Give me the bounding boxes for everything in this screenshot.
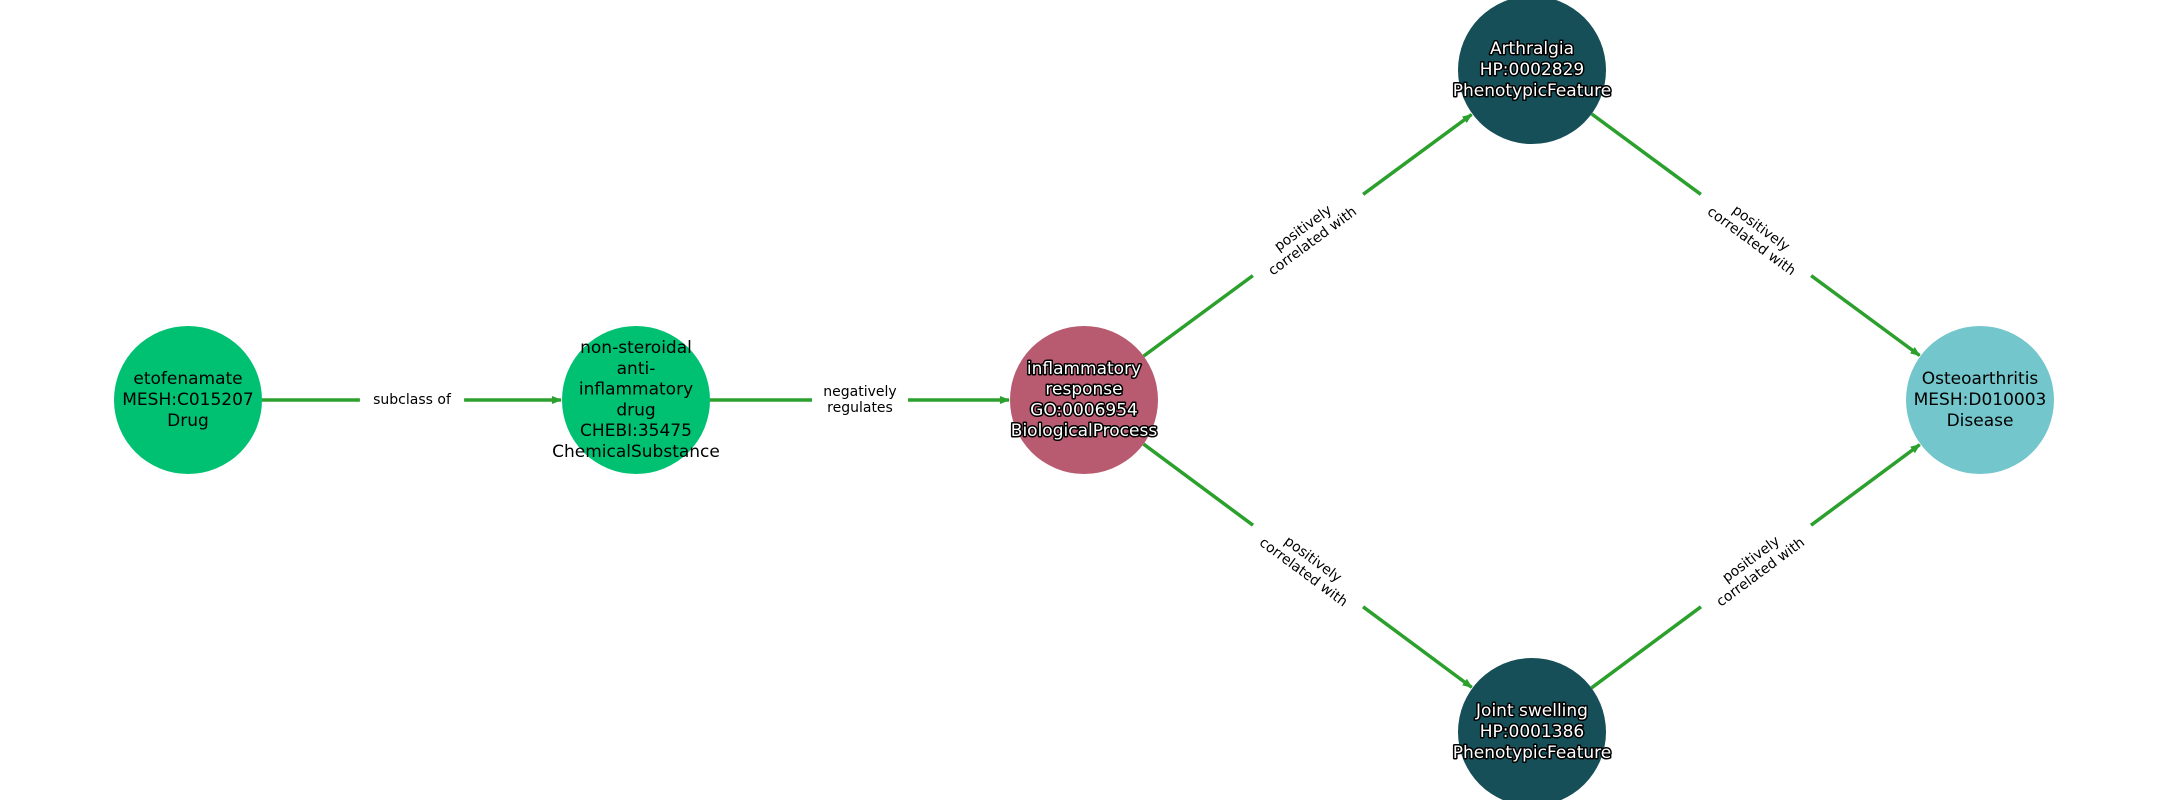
node-circle[interactable]	[114, 326, 262, 474]
node-label-line: CHEBI:35475	[580, 421, 692, 441]
node-circle[interactable]	[1010, 326, 1158, 474]
node-label-line: response	[1045, 380, 1122, 400]
edge-label-text: negatively	[823, 384, 896, 400]
node-label-line: drug	[616, 400, 655, 420]
node-label-line: Joint swelling	[1475, 701, 1588, 721]
node-label-line: GO:0006954	[1030, 400, 1138, 420]
edge-label-background	[812, 381, 908, 419]
node-label-line: MESH:D010003	[1914, 390, 2047, 410]
edge-label-background	[1689, 179, 1823, 291]
node-nsaid[interactable]: non-steroidalanti-inflammatorydrugCHEBI:…	[552, 326, 720, 474]
edge-label-background	[359, 389, 465, 411]
node-circle[interactable]	[562, 326, 710, 474]
edge-label-text: subclass of	[373, 392, 452, 408]
edge-label-text: regulates	[827, 400, 893, 416]
node-label-line: PhenotypicFeature	[1453, 81, 1612, 101]
node-circle[interactable]	[1906, 326, 2054, 474]
edge-label-background	[1241, 509, 1375, 623]
node-label-line: inflammatory	[1027, 359, 1141, 379]
node-label-line: HP:0001386	[1480, 722, 1584, 742]
node-inflammatory-response[interactable]: inflammatoryresponseGO:0006954Biological…	[1009, 326, 1159, 474]
edge-label-background	[1241, 179, 1375, 291]
node-label-line: Arthralgia	[1490, 39, 1574, 59]
node-label-line: HP:0002829	[1480, 60, 1584, 80]
node-label-line: ChemicalSubstance	[552, 442, 720, 462]
node-circle[interactable]	[1458, 0, 1606, 144]
node-label-line: anti-	[617, 359, 656, 379]
node-label-line: inflammatory	[579, 380, 693, 400]
node-label-line: etofenamate	[133, 369, 242, 389]
node-label-line: BiologicalProcess	[1011, 421, 1158, 441]
node-label-line: Osteoarthritis	[1922, 369, 2039, 389]
node-circle[interactable]	[1458, 658, 1606, 800]
node-label-line: Disease	[1947, 411, 2014, 431]
node-label-line: MESH:C015207	[122, 390, 253, 410]
node-label-line: Drug	[167, 411, 209, 431]
node-label-line: non-steroidal	[580, 338, 692, 358]
edge-label-0: subclass of	[359, 389, 465, 411]
edge-label-background	[1689, 509, 1823, 623]
node-label-line: PhenotypicFeature	[1453, 743, 1612, 763]
node-joint-swelling[interactable]: Joint swellingHP:0001386PhenotypicFeatur…	[1451, 658, 1613, 800]
